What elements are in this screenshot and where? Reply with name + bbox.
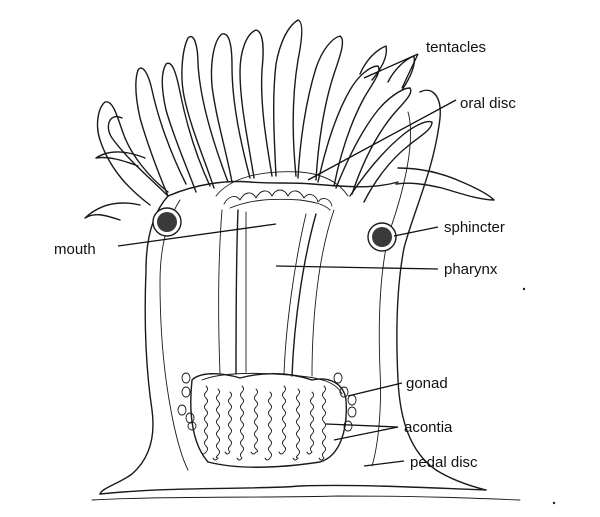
gonad-bubble — [177, 404, 187, 416]
gonad-bubble — [343, 420, 353, 432]
pharynx-wall-left — [235, 209, 239, 375]
tentacle-group — [84, 19, 495, 221]
leader-lines — [117, 53, 457, 467]
leader-pedal-disc — [363, 460, 405, 467]
gonad-bubble — [185, 412, 195, 424]
gonad-bubble — [181, 386, 191, 398]
tentacle — [96, 101, 169, 206]
tentacle — [181, 35, 229, 189]
mouth-rim-inner — [229, 198, 331, 211]
label-gonad: gonad — [406, 375, 448, 392]
pharynx-wall-right — [291, 213, 317, 377]
sphincter-group — [152, 207, 397, 252]
acontia-filament — [250, 388, 259, 455]
tentacle — [135, 67, 187, 197]
substrate-line — [91, 495, 521, 501]
pedal-disc-base — [99, 484, 487, 495]
tentacle — [395, 167, 495, 201]
leader-gonad — [347, 382, 403, 397]
tentacle — [349, 120, 433, 203]
acontia-filament — [278, 385, 287, 455]
tentacle — [84, 202, 141, 221]
tentacle — [161, 62, 211, 193]
tentacle — [95, 151, 146, 167]
column-wall-right — [396, 89, 487, 491]
basin-outline — [190, 373, 347, 468]
tentacle — [273, 19, 303, 177]
sphincter-left-core — [157, 212, 177, 232]
gonad-bubble — [333, 372, 343, 384]
pharynx-wall-right-inner — [283, 213, 307, 375]
tentacle — [239, 29, 273, 179]
gonad-bubble — [339, 386, 349, 398]
gonad-bubble — [347, 394, 357, 406]
gonad-bubble — [181, 372, 191, 384]
oral-region — [167, 171, 399, 377]
acontia-filament — [292, 388, 301, 461]
column-wall-right-inner — [371, 111, 411, 467]
gonad-bubbles — [177, 372, 357, 432]
oral-disc-dome — [215, 171, 349, 197]
leader-sphincter — [393, 226, 439, 237]
acontia-filament — [212, 388, 221, 461]
leader-mouth — [117, 223, 277, 247]
acontia-group — [200, 385, 327, 461]
mesentery — [218, 209, 223, 375]
column-wall-left-inner — [159, 199, 189, 471]
leader-tentacles-a — [363, 53, 419, 79]
label-pharynx: pharynx — [444, 261, 498, 278]
mesentery — [311, 209, 335, 377]
speck — [522, 287, 526, 291]
label-tentacles: tentacles — [426, 39, 487, 56]
acontia-filament — [306, 391, 315, 455]
leader-tentacles-b — [401, 53, 419, 89]
label-oral-disc: oral disc — [460, 95, 516, 112]
label-pedal-disc: pedal disc — [410, 454, 478, 471]
column-collar-left — [107, 115, 169, 197]
gonad-bubble — [187, 421, 197, 431]
acontia-filament — [318, 385, 327, 461]
tentacle — [359, 45, 388, 81]
leader-acontia-b — [333, 426, 399, 441]
acontia-filament — [236, 385, 245, 461]
mouth-rim — [223, 189, 333, 207]
body-column — [91, 89, 521, 501]
speck — [552, 501, 556, 505]
acontia-filament — [200, 385, 209, 455]
gonad-basin — [190, 372, 347, 468]
leader-oral-disc — [307, 99, 457, 181]
oral-disc — [167, 180, 399, 197]
label-acontia: acontia — [404, 419, 453, 436]
basin-rim — [201, 372, 343, 395]
tentacle — [335, 87, 412, 195]
gonad-bubble — [347, 406, 357, 418]
sphincter-right-core — [372, 227, 392, 247]
leader-acontia-a — [325, 423, 399, 428]
tentacle — [297, 35, 344, 181]
column-wall-left — [99, 195, 169, 495]
acontia-filament — [264, 391, 273, 461]
label-sphincter: sphincter — [444, 219, 505, 236]
leader-pharynx — [275, 265, 439, 270]
tentacle — [210, 33, 251, 183]
acontia-filament — [224, 391, 233, 455]
label-mouth: mouth — [54, 241, 96, 258]
tentacle — [317, 65, 380, 187]
